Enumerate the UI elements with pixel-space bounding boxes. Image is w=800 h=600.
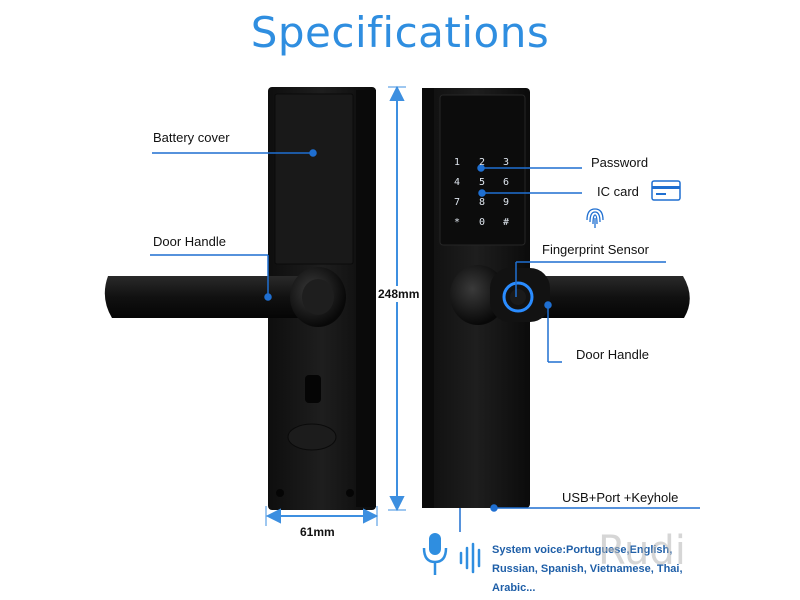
label-usb-port-keyhole: USB+Port +Keyhole — [562, 490, 679, 505]
key-3: 3 — [502, 157, 510, 168]
system-voice-text: System voice:Portuguese,English, Russian… — [492, 541, 722, 598]
label-ic-card: IC card — [597, 184, 639, 199]
dimension-width-label: 61mm — [300, 525, 335, 539]
key-6: 6 — [502, 177, 510, 188]
key-1: 1 — [453, 157, 461, 168]
label-door-handle-left: Door Handle — [153, 234, 226, 249]
label-door-handle-right: Door Handle — [576, 347, 649, 362]
key-2: 2 — [478, 157, 486, 168]
dimension-width — [265, 506, 379, 526]
fingerprint-sensor-ring — [502, 281, 534, 313]
voice-line-3: Arabic... — [492, 582, 536, 594]
voice-line-2: Russian, Spanish, Vietnamese, Thai, — [492, 563, 683, 575]
key-5: 5 — [478, 177, 486, 188]
key-9: 9 — [502, 197, 510, 208]
label-fingerprint-sensor: Fingerprint Sensor — [542, 242, 649, 257]
label-battery-cover: Battery cover — [153, 130, 230, 145]
key-7: 7 — [453, 197, 461, 208]
card-icon — [651, 180, 681, 201]
microphone-icon — [422, 533, 448, 575]
page-title: Specifications — [250, 8, 550, 57]
watermark: Rudi — [598, 528, 686, 574]
key-hash: # — [502, 217, 510, 228]
key-8: 8 — [478, 197, 486, 208]
back-door-handle — [104, 267, 346, 327]
key-0: 0 — [478, 217, 486, 228]
sound-wave-icon — [459, 542, 481, 574]
fingerprint-icon — [586, 208, 604, 228]
key-star: * — [453, 217, 461, 228]
voice-line-1: System voice:Portuguese,English, — [492, 544, 673, 556]
label-password: Password — [591, 155, 649, 170]
key-4: 4 — [453, 177, 461, 188]
dimension-height-label: 248mm — [378, 286, 420, 302]
front-door-handle — [450, 265, 690, 325]
